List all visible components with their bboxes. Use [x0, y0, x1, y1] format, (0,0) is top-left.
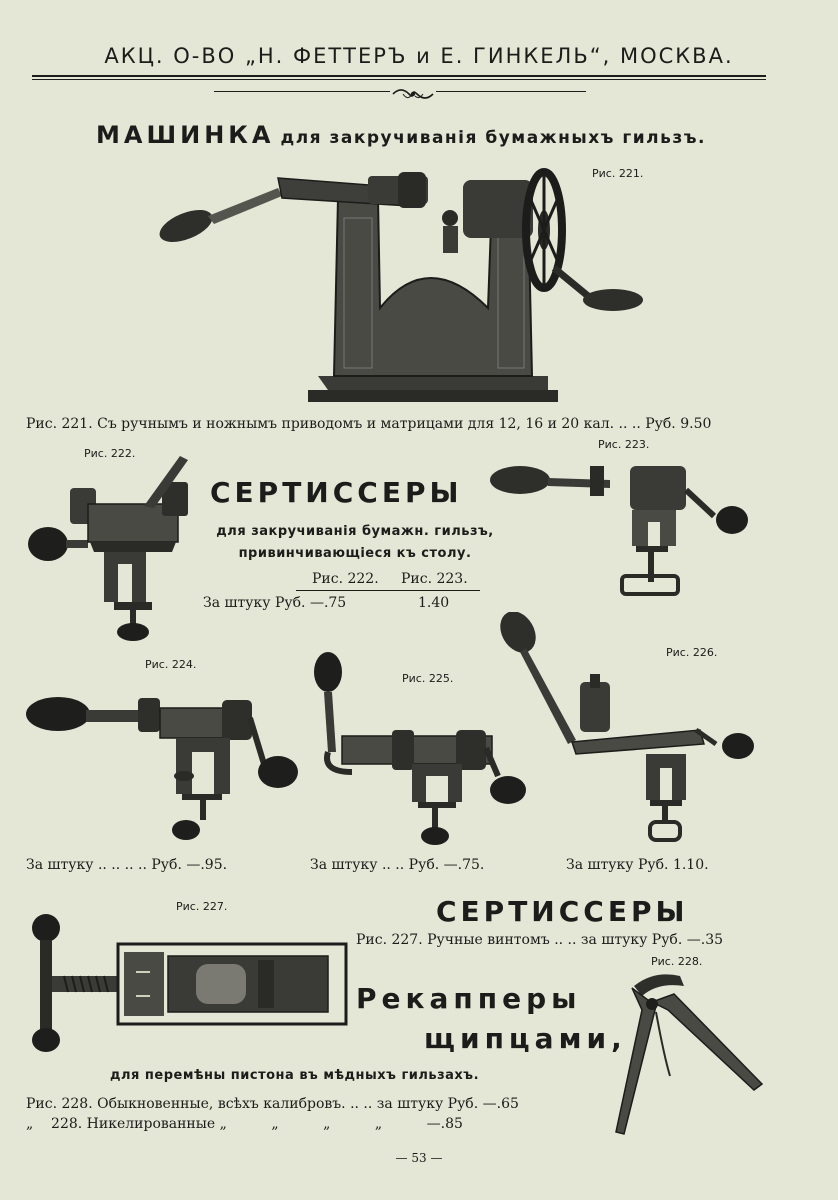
fig-224-label: Рис. 224.	[145, 658, 197, 671]
col-222-header: Рис. 222.	[312, 571, 379, 587]
recappers-line-1: Рис. 228. Обыкновенные, всѣхъ калибровъ.…	[26, 1096, 519, 1112]
recappers-sub: для перемѣны пистона въ мѣдныхъ гильзахъ…	[110, 1068, 480, 1083]
fig-224-illustration	[26, 697, 298, 840]
price-table-rule	[296, 590, 480, 591]
recappers-title-1: Рекапперы	[356, 982, 582, 1015]
fig-222-label: Рис. 222.	[84, 447, 136, 460]
recappers-title-2: щипцами,	[424, 1022, 627, 1055]
sertissery-sub-1: для закручиванія бумажн. гильзъ,	[216, 524, 494, 539]
recappers-line-2: „ 228. Никелированные „ „ „ „ —.85	[26, 1116, 463, 1132]
sertissery-sub-2: привинчивающіеся къ столу.	[238, 546, 472, 561]
sertissery-title-2: СЕРТИССЕРЫ	[436, 895, 689, 928]
page-header: АКЦ. О-ВО „Н. ФЕТТЕРЪ и Е. ГИНКЕЛЬ“, МОС…	[104, 44, 734, 68]
price-225: За штуку .. .. Руб. —.75.	[310, 857, 485, 873]
price-226: За штуку Руб. 1.10.	[566, 857, 709, 873]
fig-227-illustration	[32, 914, 348, 1052]
price-223: 1.40	[418, 595, 450, 611]
sertissery-227-caption: Рис. 227. Ручные винтомъ .. .. за штуку …	[356, 932, 724, 948]
ornament-line-left	[214, 91, 390, 92]
ornament-line-right	[436, 91, 586, 92]
fig-226-illustration	[500, 612, 754, 842]
price-222: За штуку Руб. —.75	[203, 595, 347, 611]
fig-227-label: Рис. 227.	[176, 900, 228, 913]
page-number: — 53 —	[395, 1151, 443, 1165]
fig-225-label: Рис. 225.	[402, 672, 454, 685]
ornament-icon	[392, 89, 434, 99]
price-224: За штуку .. .. .. .. Руб. —.95.	[26, 857, 228, 873]
fig-226-label: Рис. 226.	[666, 646, 718, 659]
fig-223-label: Рис. 223.	[598, 438, 650, 451]
fig-221-label: Рис. 221.	[592, 167, 644, 180]
machine-caption: Рис. 221. Съ ручнымъ и ножнымъ приводомъ…	[26, 416, 712, 432]
machine-title-sub: для закручиванія бумажныхъ гильзъ.	[280, 128, 706, 148]
fig-225-illustration	[314, 652, 526, 845]
fig-228-label: Рис. 228.	[651, 955, 703, 968]
header-rule-thin	[32, 79, 766, 80]
fig-222-illustration	[28, 456, 188, 641]
col-223-header: Рис. 223.	[401, 571, 468, 587]
fig-228-illustration	[615, 974, 764, 1135]
sertissery-title-1: СЕРТИССЕРЫ	[210, 476, 463, 509]
machine-title-main: МАШИНКА	[96, 121, 275, 149]
fig-223-illustration	[490, 466, 748, 596]
gilzy-machine-illustration	[159, 168, 643, 402]
header-rule	[32, 75, 766, 77]
